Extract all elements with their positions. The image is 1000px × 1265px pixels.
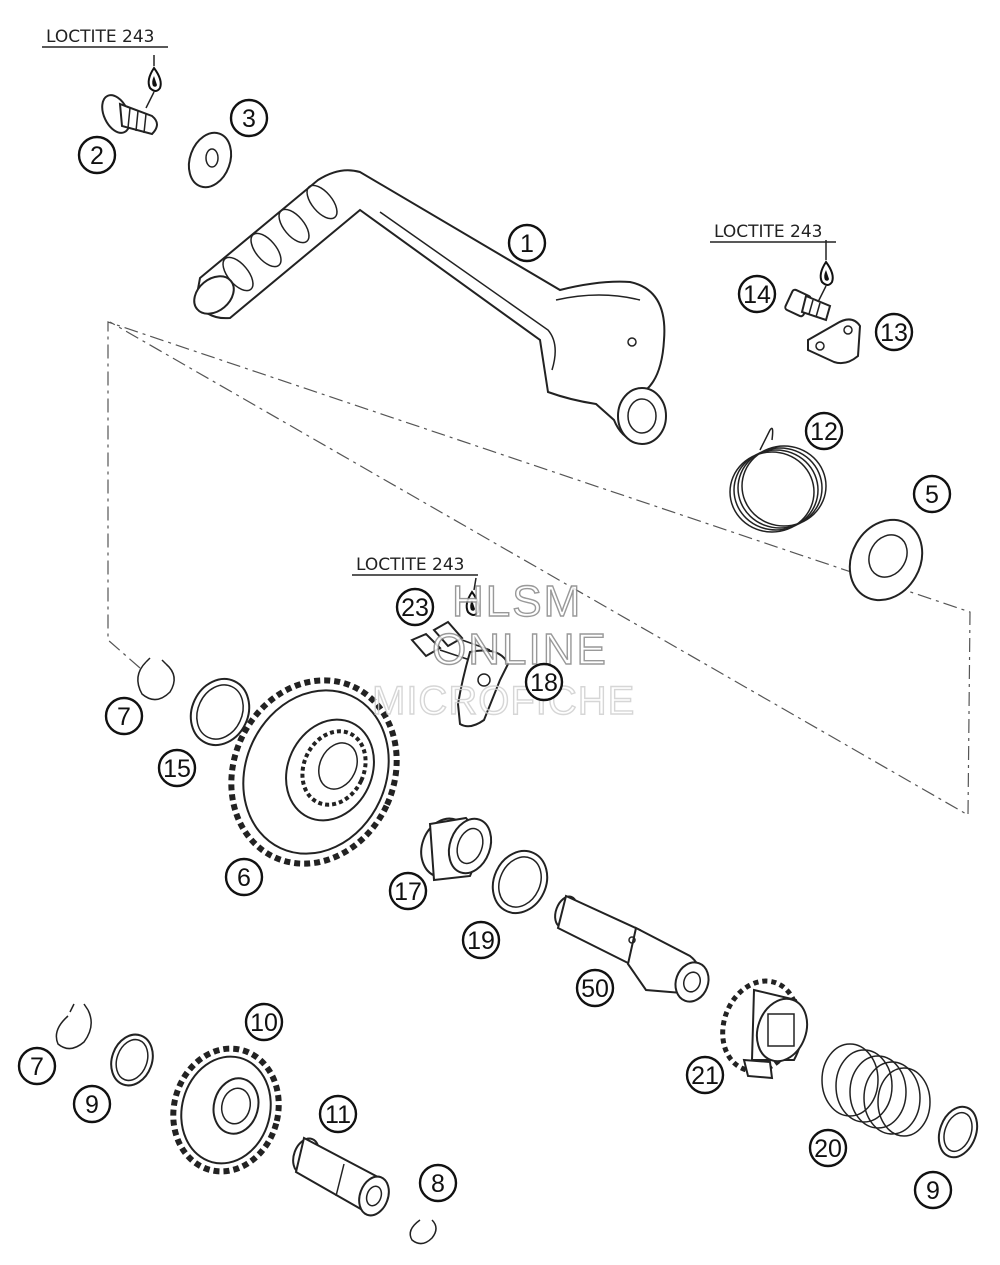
svg-text:1: 1 (520, 230, 534, 258)
svg-text:MICROFICHE: MICROFICHE (372, 679, 635, 723)
callout-6: 6 (224, 857, 264, 897)
svg-text:19: 19 (467, 927, 495, 955)
svg-text:LOCTITE 243: LOCTITE 243 (46, 27, 155, 47)
callout-11: 11 (318, 1094, 358, 1134)
part-1-kickstarter-lever (193, 169, 667, 445)
callout-13: 13 (874, 312, 914, 352)
part-13-bracket (807, 318, 862, 365)
assembly-dashed-line (107, 321, 971, 817)
part-23-screws (410, 620, 491, 661)
svg-text:50: 50 (581, 975, 609, 1003)
svg-text:20: 20 (814, 1135, 842, 1163)
svg-text:14: 14 (743, 281, 771, 309)
svg-text:LOCTITE 243: LOCTITE 243 (356, 555, 465, 575)
part-2-screw (101, 94, 158, 136)
part-17-needle-bearing (420, 816, 493, 882)
callout-17: 17 (388, 871, 428, 911)
part-7-circlip (55, 1003, 92, 1050)
callout-10: 10 (244, 1002, 284, 1042)
callout-19: 19 (461, 920, 501, 960)
svg-text:21: 21 (691, 1062, 719, 1090)
callout-7-lower: 7 (17, 1046, 57, 1086)
part-50-shaft (554, 894, 710, 1003)
svg-text:2: 2 (90, 142, 104, 170)
part-5-washer (848, 518, 924, 602)
loctite-label-1: LOCTITE 243 (42, 27, 168, 48)
svg-text:5: 5 (925, 481, 939, 509)
callout-21: 21 (685, 1055, 725, 1095)
part-8-circlip (409, 1219, 437, 1245)
part-10-gear (170, 1045, 282, 1175)
svg-text:13: 13 (880, 319, 908, 347)
svg-text:6: 6 (237, 864, 251, 892)
callout-50: 50 (575, 968, 615, 1008)
callout-14: 14 (737, 274, 777, 314)
svg-text:17: 17 (394, 878, 422, 906)
svg-text:9: 9 (926, 1177, 940, 1205)
part-15-washer (189, 677, 251, 747)
svg-text:11: 11 (325, 1101, 351, 1129)
callout-3: 3 (229, 98, 269, 138)
svg-text:LOCTITE 243: LOCTITE 243 (714, 222, 823, 242)
part-18-ratchet (456, 649, 510, 728)
part-6-gear (228, 677, 400, 867)
loctite-label-2: LOCTITE 243 (710, 222, 836, 243)
part-7-circlip (137, 657, 175, 701)
part-11-bushing (292, 1136, 390, 1217)
part-12-spring (729, 427, 827, 533)
callout-8: 8 (418, 1163, 458, 1203)
part-14-bolt (784, 288, 832, 322)
callout-18: 18 (524, 662, 564, 702)
svg-text:9: 9 (85, 1091, 99, 1119)
loctite-drop-icon (145, 55, 162, 109)
callout-15: 15 (157, 748, 197, 788)
svg-text:15: 15 (163, 755, 191, 783)
svg-text:18: 18 (530, 669, 558, 697)
part-3-washer (187, 131, 233, 189)
svg-text:HLSM: HLSM (452, 577, 582, 626)
callout-7-upper: 7 (104, 696, 144, 736)
svg-text:7: 7 (117, 703, 131, 731)
svg-text:12: 12 (810, 418, 838, 446)
callout-2: 2 (77, 135, 117, 175)
part-9-washer (937, 1105, 979, 1159)
svg-text:23: 23 (401, 594, 429, 622)
loctite-label-3: LOCTITE 243 (352, 555, 478, 576)
svg-text:7: 7 (30, 1053, 44, 1081)
callout-20: 20 (808, 1128, 848, 1168)
part-9-washer (110, 1033, 154, 1087)
loctite-drop-icon (817, 240, 834, 303)
svg-text:ONLINE: ONLINE (432, 625, 608, 674)
callout-23: 23 (395, 587, 435, 627)
callout-12: 12 (804, 411, 844, 451)
part-21-ratchet-gear (720, 978, 809, 1080)
svg-text:3: 3 (242, 105, 256, 133)
svg-text:8: 8 (431, 1170, 445, 1198)
callout-9-left: 9 (72, 1084, 112, 1124)
watermark: HLSM ONLINE MICROFICHE (371, 576, 635, 723)
part-19-washer (491, 849, 549, 915)
loctite-drop-icon (465, 577, 480, 616)
svg-text:10: 10 (250, 1009, 278, 1037)
callout-5: 5 (912, 474, 952, 514)
part-20-spring (821, 1043, 931, 1137)
callout-1: 1 (507, 223, 547, 263)
callout-9-right: 9 (913, 1170, 953, 1210)
